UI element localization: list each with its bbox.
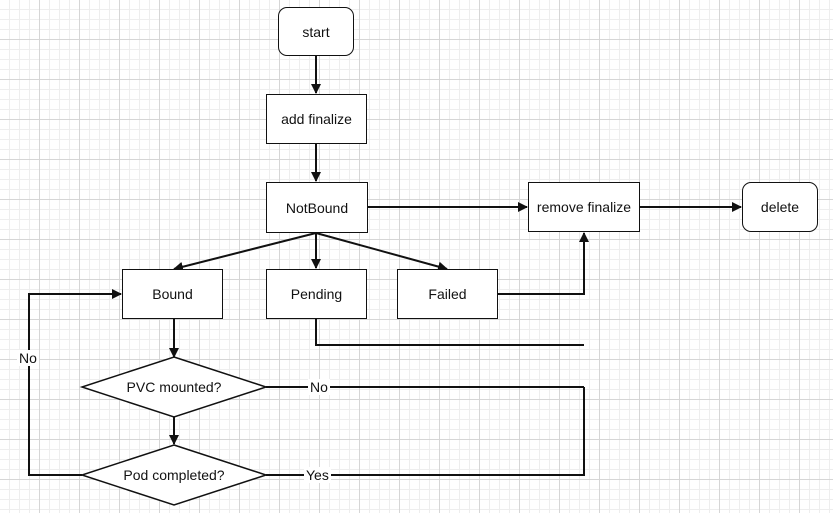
edge-label-pod-no: No <box>17 350 39 366</box>
edge-pending-to-remove-finalize <box>315 319 584 346</box>
delete-label: delete <box>760 199 800 215</box>
edge-pod-completed-no <box>28 289 122 476</box>
edge-notbound-to-bound <box>173 232 317 272</box>
bound-label: Bound <box>152 286 193 302</box>
pvc-mounted-node[interactable]: PVC mounted? <box>82 357 266 417</box>
pvc-mounted-label: PVC mounted? <box>126 379 222 395</box>
pvc-mounted-diamond <box>79 356 269 418</box>
pending-label: Pending <box>290 286 343 302</box>
failed-node[interactable]: Failed <box>397 269 498 319</box>
pod-completed-diamond <box>79 444 269 506</box>
add-finalize-label: add finalize <box>281 111 352 127</box>
remove-finalize-node[interactable]: remove finalize <box>528 182 640 232</box>
remove-finalize-label: remove finalize <box>536 199 632 215</box>
pod-completed-label: Pod completed? <box>123 467 225 483</box>
delete-node[interactable]: delete <box>742 182 818 232</box>
edge-notbound-to-failed <box>315 232 448 272</box>
edge-failed-to-remove-finalize <box>498 232 589 295</box>
failed-label: Failed <box>428 286 467 302</box>
notbound-label: NotBound <box>285 199 349 216</box>
pod-completed-node[interactable]: Pod completed? <box>82 445 266 505</box>
add-finalize-node[interactable]: add finalize <box>266 94 367 144</box>
edge-label-pvc-no: No <box>308 379 330 395</box>
notbound-node[interactable]: NotBound <box>266 182 368 233</box>
start-label: start <box>302 23 330 40</box>
bound-node[interactable]: Bound <box>122 269 223 319</box>
edge-pod-completed-yes <box>266 387 585 476</box>
start-node[interactable]: start <box>278 7 354 56</box>
edge-label-pod-yes: Yes <box>304 467 331 483</box>
pending-node[interactable]: Pending <box>266 269 367 319</box>
